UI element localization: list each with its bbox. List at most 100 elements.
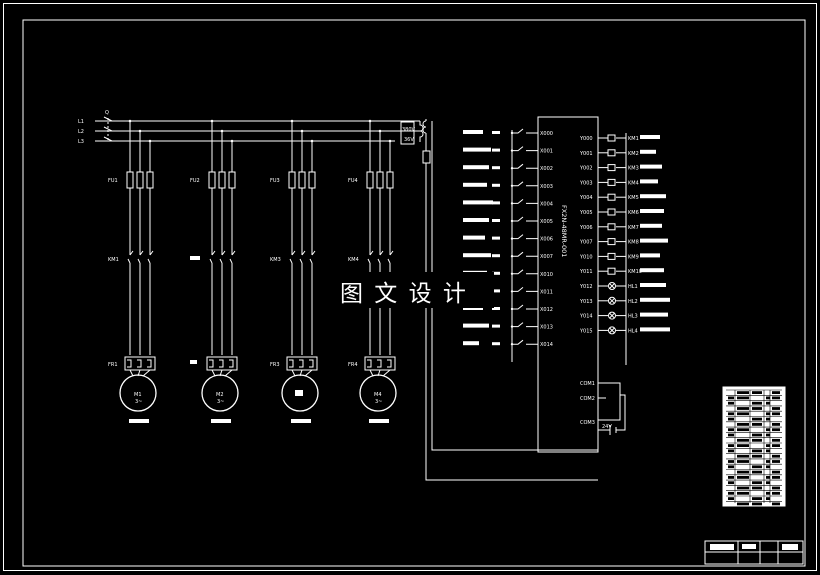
input-terminal-label: X014 — [540, 342, 553, 348]
input-device-label — [463, 323, 489, 328]
input-terminal-label: X010 — [540, 272, 553, 278]
plc-com-terminals: COM1 COM2 COM3 24V — [580, 381, 626, 435]
coil-symbol — [607, 208, 616, 216]
lamp-symbol — [608, 282, 616, 290]
svg-text:36V: 36V — [404, 137, 414, 143]
watermark: 图 文 设 计 — [334, 272, 494, 308]
input-device-label — [463, 218, 489, 222]
supply-24v-label: 24V — [602, 424, 612, 430]
svg-text:380V: 380V — [402, 127, 416, 133]
output-row: Y007 KM8 — [579, 238, 668, 246]
motor-label: M4 — [374, 392, 382, 398]
input-device-label — [463, 200, 493, 205]
plc-model: FX2N-48MR-001 — [560, 205, 568, 257]
output-load-label: KM5 — [628, 195, 639, 201]
input-device-label — [463, 147, 491, 152]
coil-symbol — [607, 223, 616, 231]
input-row: X012 — [463, 304, 553, 313]
inner-frame — [22, 19, 806, 567]
output-device-label — [640, 164, 662, 169]
plc-input-wiring: X000X001X002X003X004X005X006X007X010X011… — [463, 128, 553, 362]
output-load-label: HL4 — [628, 328, 638, 334]
output-device-label — [640, 238, 668, 243]
input-terminal-label: X006 — [540, 237, 553, 243]
input-device-label — [463, 341, 479, 346]
output-load-label: HL2 — [628, 299, 638, 305]
com-label-3: COM3 — [580, 420, 595, 426]
watermark-text: 图 文 设 计 — [340, 281, 468, 307]
input-row: X014 — [463, 339, 553, 348]
output-device-label — [640, 179, 658, 184]
motor-caption — [129, 419, 149, 423]
fuse-label: FU2 — [190, 178, 200, 184]
lamp-symbol — [608, 311, 616, 320]
output-terminal-label: Y010 — [579, 254, 593, 260]
com-label-2: COM2 — [580, 396, 595, 402]
output-device-label — [640, 149, 656, 154]
input-row: X006 — [463, 234, 553, 243]
input-terminal-label: X003 — [540, 184, 553, 190]
coil-symbol — [607, 267, 616, 275]
coil-symbol — [607, 178, 616, 186]
output-device-label — [640, 194, 666, 199]
output-device-label — [640, 297, 670, 302]
motor-phase: 3~ — [375, 399, 382, 405]
line-label-l1: L1 — [78, 119, 84, 125]
contactor-label: KM4 — [348, 257, 359, 263]
motor-label — [295, 390, 303, 396]
fuse-label: FU4 — [348, 178, 358, 184]
input-terminal-label: X007 — [540, 254, 553, 260]
output-device-label — [640, 312, 668, 317]
line-label-l2: L2 — [78, 129, 84, 135]
output-device-label — [640, 327, 670, 332]
input-terminal-label: X001 — [540, 149, 553, 155]
output-terminal-label: Y011 — [579, 269, 593, 275]
output-terminal-label: Y007 — [579, 240, 593, 246]
output-device-label — [640, 253, 660, 258]
fuse-label: FU1 — [108, 178, 118, 184]
output-device-label — [640, 209, 664, 213]
com-label-1: COM1 — [580, 381, 595, 387]
motor-phase: 3~ — [135, 399, 142, 405]
input-device-label — [463, 235, 485, 240]
output-load-label: KM6 — [628, 210, 639, 216]
output-load-label: KM8 — [628, 240, 639, 246]
input-terminal-label: X004 — [540, 201, 553, 207]
output-load-label: HL3 — [628, 314, 638, 320]
thermal-relay-label: FR1 — [108, 362, 118, 368]
coil-symbol — [607, 134, 616, 142]
output-terminal-label: Y015 — [579, 328, 593, 334]
contactor-label: KM3 — [270, 257, 281, 263]
input-terminal-label: X000 — [540, 131, 553, 137]
input-row: X013 — [463, 322, 553, 331]
coil-symbol — [607, 193, 616, 201]
output-load-label: KM9 — [628, 254, 639, 260]
input-device-label — [463, 306, 483, 310]
output-terminal-label: Y012 — [579, 284, 593, 290]
output-device-label — [640, 135, 660, 139]
output-terminal-label: Y000 — [579, 136, 593, 142]
input-row: X000 — [463, 128, 553, 137]
output-terminal-label: Y001 — [579, 151, 593, 157]
component-list-table — [722, 386, 786, 507]
coil-symbol — [607, 164, 616, 172]
input-device-label — [463, 130, 483, 134]
coil-symbol — [607, 252, 616, 260]
output-device-label — [640, 268, 664, 273]
thermal-relay-label — [190, 360, 197, 364]
